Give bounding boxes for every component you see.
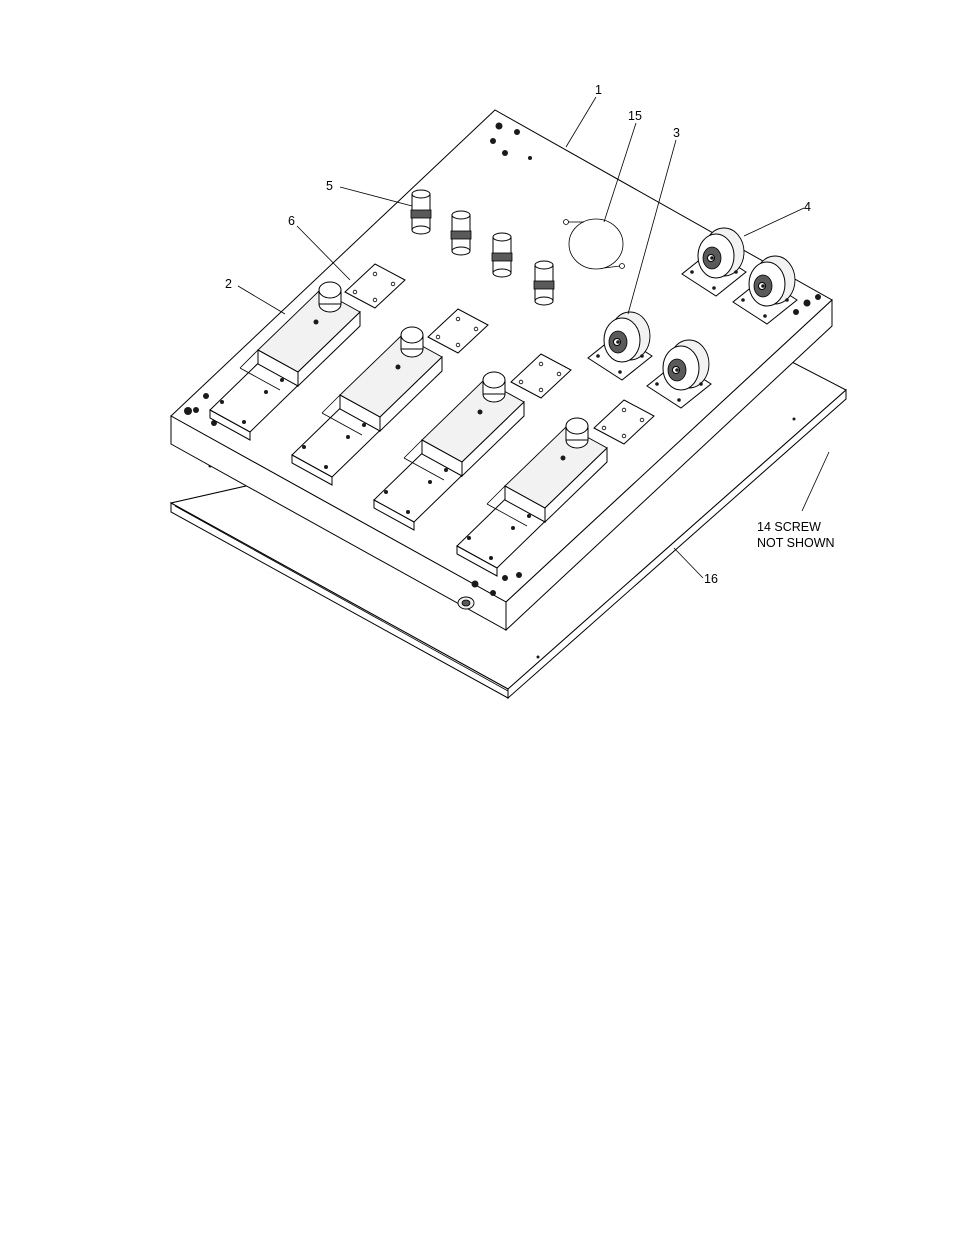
callout-2: 2 [225,277,232,291]
callout-1: 1 [595,83,602,97]
callout-15: 15 [628,109,642,123]
leveling-foot [411,190,431,234]
note-line-2: NOT SHOWN [757,536,835,550]
leveling-foot [534,261,554,305]
callout-3: 3 [673,126,680,140]
note-line-1: 14 SCREW [757,520,821,534]
callout-5: 5 [326,179,333,193]
callout-4: 4 [804,200,811,214]
leveling-foot [492,233,512,277]
leveling-foot [451,211,471,255]
callout-6: 6 [288,214,295,228]
callout-16: 16 [704,572,718,586]
lifting-eye [458,597,474,609]
